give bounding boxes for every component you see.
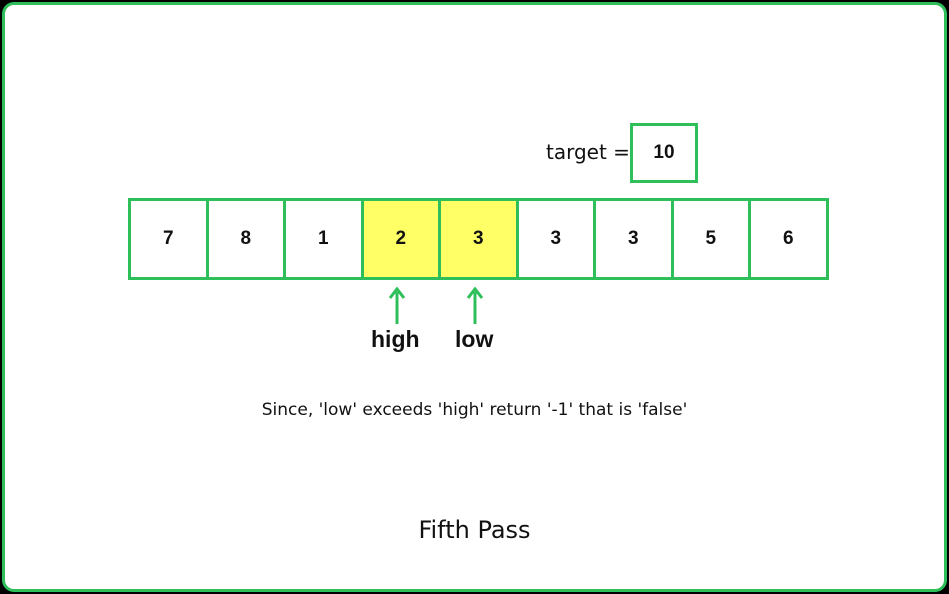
high-pointer-label: high — [371, 326, 420, 352]
array-cell-5: 3 — [519, 201, 596, 277]
target-label: target = — [546, 140, 630, 164]
high-arrow-icon — [388, 286, 406, 324]
array-cell-3: 2 — [363, 201, 441, 277]
array: 7 8 1 2 3 3 3 5 6 — [128, 198, 829, 280]
array-cell-1: 8 — [209, 201, 286, 277]
low-pointer-label: low — [455, 326, 494, 352]
result-message: Since, 'low' exceeds 'high' return '-1' … — [261, 400, 688, 420]
target-value-box: 10 — [630, 123, 698, 183]
array-cell-7: 5 — [674, 201, 751, 277]
array-cell-2: 1 — [286, 201, 364, 277]
array-cell-4: 3 — [441, 201, 519, 277]
array-cell-8: 6 — [782, 228, 794, 249]
pass-caption: Fifth Pass — [418, 516, 531, 544]
array-cell-6: 3 — [596, 201, 674, 277]
array-cell-0: 7 — [131, 201, 209, 277]
low-arrow-icon — [466, 286, 484, 324]
